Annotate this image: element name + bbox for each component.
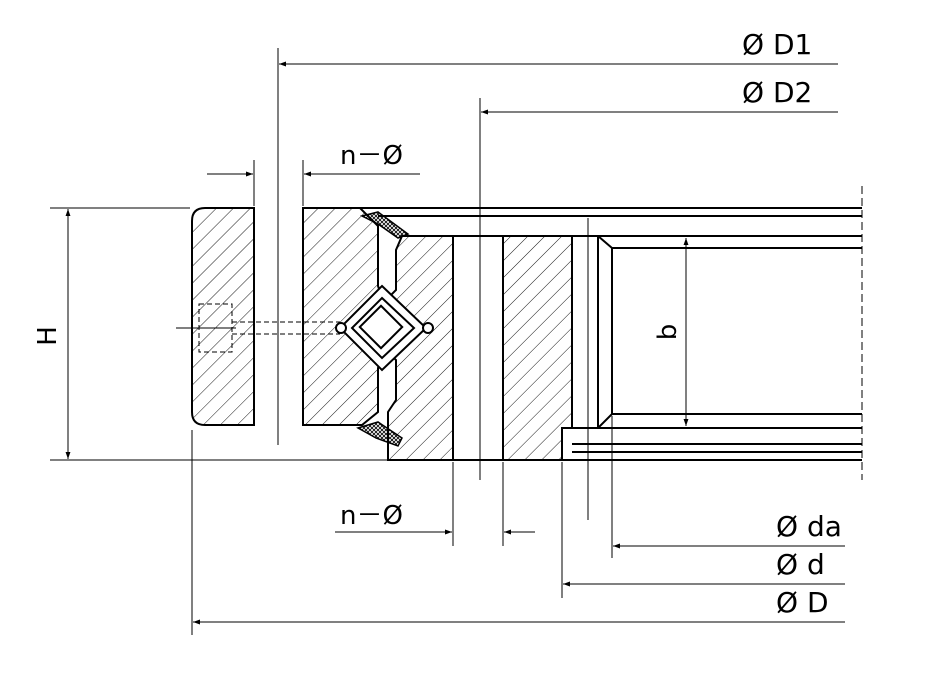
outer-ring-left-section	[191, 207, 255, 426]
label-gear-width: b	[653, 324, 683, 341]
label-height: H	[33, 326, 63, 346]
roller-element	[335, 284, 434, 372]
center-lines	[277, 48, 589, 520]
dimension-lines	[50, 61, 845, 635]
label-inner-hole: n－Ø	[340, 501, 403, 531]
label-gear-tip-diameter: Ø da	[776, 510, 842, 543]
label-outer-bolt-circle: Ø D1	[742, 28, 812, 61]
outer-ring	[191, 207, 383, 426]
bottom-seal	[356, 421, 403, 447]
top-seal	[359, 211, 410, 239]
label-inner-bolt-circle: Ø D2	[742, 76, 812, 109]
label-outer-diameter: Ø D	[776, 586, 829, 619]
inner-ring	[385, 235, 862, 461]
inner-ring-right-section	[502, 235, 573, 461]
gear-body	[572, 235, 862, 429]
label-outer-hole: n－Ø	[340, 141, 403, 171]
label-inner-diameter: Ø d	[776, 548, 825, 581]
upper-structure-lines	[360, 207, 862, 453]
